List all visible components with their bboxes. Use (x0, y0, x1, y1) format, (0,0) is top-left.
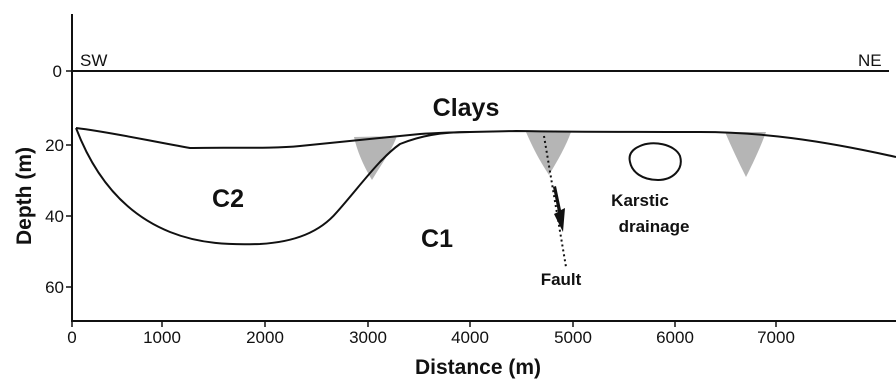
x-axis-title: Distance (m) (415, 356, 541, 379)
y-tick-label-0: 0 (53, 62, 62, 81)
x-tick-label-4000: 4000 (451, 328, 489, 347)
karstic-label-line2: drainage (619, 217, 690, 236)
fault-label: Fault (541, 270, 582, 289)
x-tick-label-7000: 7000 (757, 328, 795, 347)
y-tick-label-40: 40 (45, 207, 64, 226)
clays-base-line (75, 127, 896, 158)
x-tick-label-2000: 2000 (246, 328, 284, 347)
karstic-cave (628, 142, 682, 182)
x-tick-label-3000: 3000 (349, 328, 387, 347)
y-tick-label-60: 60 (45, 278, 64, 297)
sinkhole-2 (526, 132, 571, 175)
direction-ne: NE (858, 51, 882, 70)
c1-label: C1 (421, 225, 453, 253)
c2-label: C2 (212, 185, 244, 213)
y-tick-label-20: 20 (45, 136, 64, 155)
x-tick-label-1000: 1000 (143, 328, 181, 347)
sinkhole-3 (725, 132, 766, 177)
direction-sw: SW (80, 51, 107, 70)
y-axis-title: Depth (m) (13, 147, 36, 245)
karstic-label-line1: Karstic (611, 191, 669, 210)
x-tick-label-6000: 6000 (656, 328, 694, 347)
sinkhole-1 (354, 136, 397, 180)
c2-boundary-line (75, 127, 471, 246)
x-tick-label-0: 0 (67, 328, 76, 347)
clays-label: Clays (433, 94, 500, 122)
x-tick-label-5000: 5000 (554, 328, 592, 347)
fault-line (543, 135, 567, 268)
fault-arrow (553, 186, 565, 232)
